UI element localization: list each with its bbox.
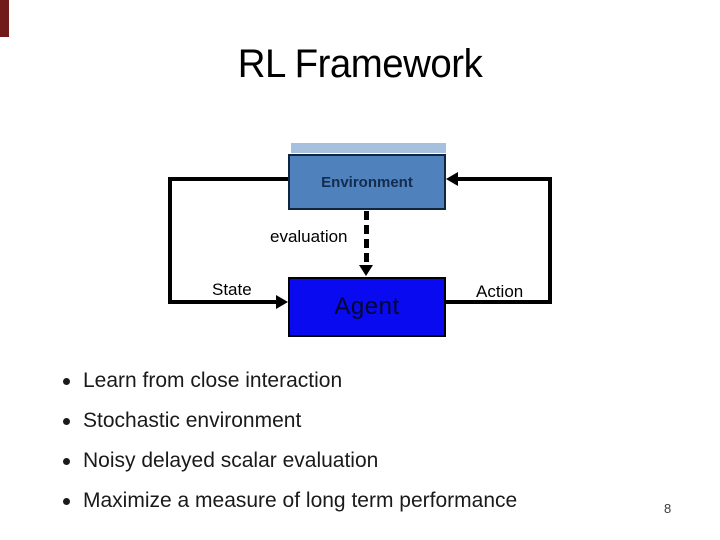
evaluation-dashed-arrow [364,211,369,266]
bullet-icon [63,457,70,465]
connector-env-to-left [170,177,288,181]
connector-right-vertical [548,177,552,304]
page-number: 8 [664,501,672,516]
connector-action-line [446,300,552,304]
slide-title: RL Framework [237,42,483,86]
agent-box: Agent [288,277,446,337]
list-item: Noisy delayed scalar evaluation [60,441,680,481]
connector-left-vertical [168,177,172,304]
environment-box-glow [291,143,446,153]
list-item: Learn from close interaction [60,361,680,401]
accent-bar [0,0,9,37]
connector-right-to-env [458,177,552,181]
evaluation-arrowhead-icon [359,265,373,276]
bullet-icon [63,417,70,425]
environment-box: Environment [288,154,446,210]
bullet-icon [63,377,70,385]
bullet-text: Learn from close interaction [83,369,343,392]
action-label: Action [476,282,524,301]
bullet-text: Stochastic environment [83,409,302,432]
bullet-text: Noisy delayed scalar evaluation [83,449,379,472]
agent-box-label: Agent [334,293,400,320]
action-arrowhead-icon [446,172,458,186]
bullet-text: Maximize a measure of long term performa… [83,489,518,512]
list-item: Stochastic environment [60,401,680,441]
state-label: State [212,280,252,299]
environment-box-label: Environment [321,173,413,191]
evaluation-label: evaluation [270,227,348,246]
list-item: Maximize a measure of long term performa… [60,481,680,521]
bullet-icon [63,497,70,505]
state-arrowhead-icon [276,295,288,309]
bullet-list: Learn from close interaction Stochastic … [60,361,680,521]
connector-state-line [168,300,276,304]
